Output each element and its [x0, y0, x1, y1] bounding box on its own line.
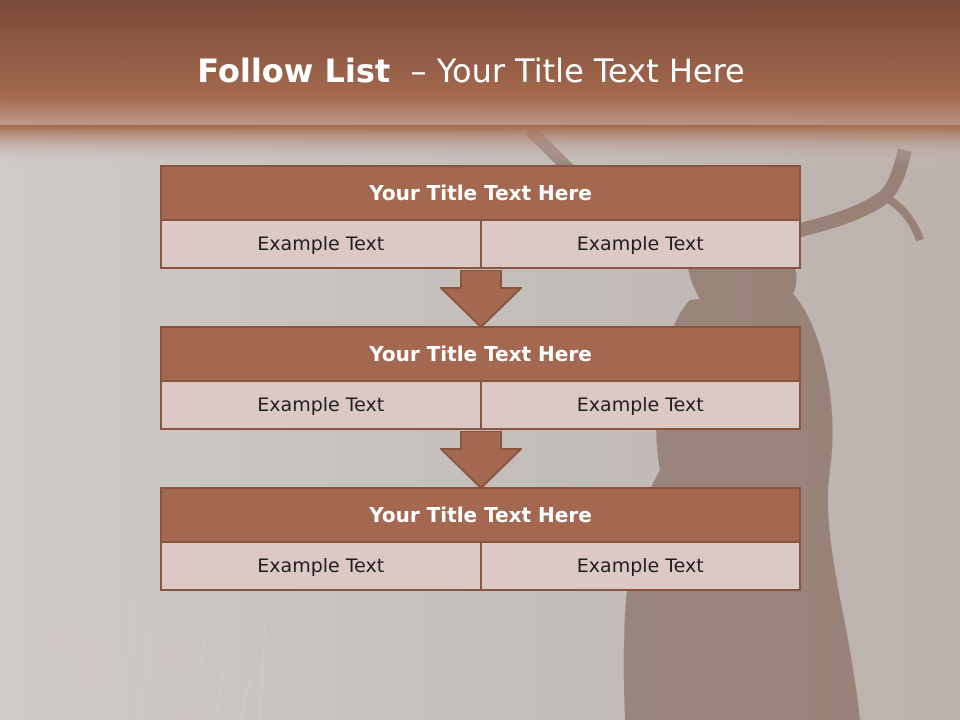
block-title: Your Title Text Here — [160, 165, 801, 221]
title-bold-part: Follow List — [197, 52, 391, 90]
block-title: Your Title Text Here — [160, 326, 801, 382]
slide-title: Follow List – Your Title Text Here — [0, 52, 942, 90]
title-rest-part: – Your Title Text Here — [390, 52, 745, 90]
example-text-cell-right: Example Text — [481, 221, 801, 269]
example-text-cell-left: Example Text — [160, 221, 482, 269]
down-arrow-icon — [440, 270, 522, 328]
grass-icon — [4, 579, 266, 720]
block-title: Your Title Text Here — [160, 487, 801, 543]
list-block-2: Your Title Text Here Example Text Exampl… — [160, 326, 801, 430]
list-block-1: Your Title Text Here Example Text Exampl… — [160, 165, 801, 269]
example-text-cell-left: Example Text — [160, 543, 482, 591]
block-row: Example Text Example Text — [160, 382, 801, 430]
block-row: Example Text Example Text — [160, 543, 801, 591]
example-text-cell-right: Example Text — [481, 543, 801, 591]
down-arrow-icon — [440, 431, 522, 489]
list-block-3: Your Title Text Here Example Text Exampl… — [160, 487, 801, 591]
example-text-cell-left: Example Text — [160, 382, 482, 430]
block-row: Example Text Example Text — [160, 221, 801, 269]
example-text-cell-right: Example Text — [481, 382, 801, 430]
